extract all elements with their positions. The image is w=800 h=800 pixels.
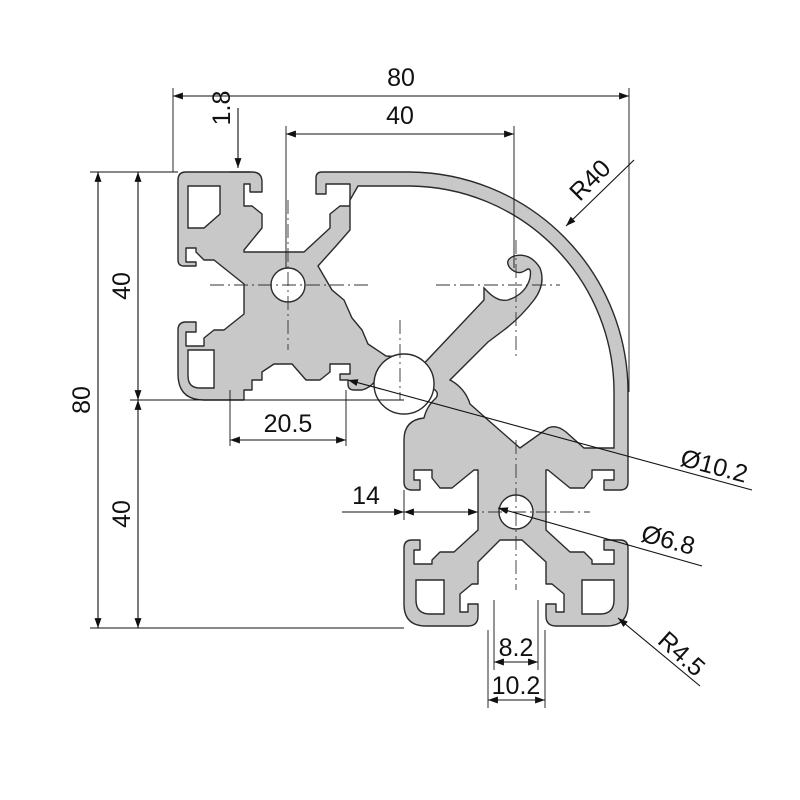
dim-center-spacing: 40 <box>386 102 414 130</box>
cavity-bottom-left <box>415 579 445 615</box>
cavity-top-left <box>187 185 221 229</box>
dim-height-lower: 40 <box>108 500 136 528</box>
arc-chamber <box>317 185 615 449</box>
cavity-mid-left <box>187 349 215 389</box>
dim-radius-outer: R40 <box>564 154 616 206</box>
dim-slot-offset: 20.5 <box>264 410 313 438</box>
dim-lip-thickness: 1.8 <box>208 91 236 126</box>
dim-core-bore: Ø6.8 <box>638 520 698 561</box>
dim-overall-height: 80 <box>68 386 96 414</box>
dim-slot-width: 10.2 <box>492 672 541 700</box>
dim-slot-opening: 8.2 <box>499 634 534 662</box>
cavity-bottom-right <box>581 579 615 615</box>
profile-section <box>177 171 629 627</box>
dim-height-upper: 40 <box>108 272 136 300</box>
dim-center-bore: Ø10.2 <box>678 444 751 489</box>
dim-side-offset: 14 <box>352 482 380 510</box>
dim-overall-width: 80 <box>387 64 415 92</box>
dim-corner-radius: R4.5 <box>652 626 710 682</box>
bore-center <box>373 353 435 415</box>
